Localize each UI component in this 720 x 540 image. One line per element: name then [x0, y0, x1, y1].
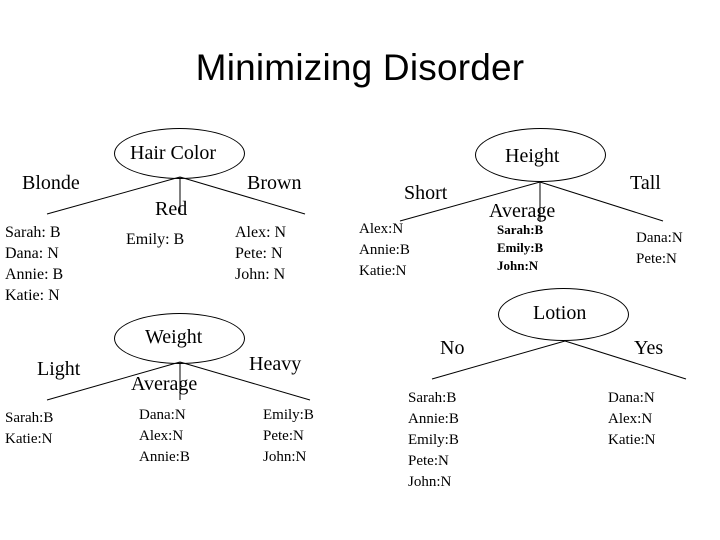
list-item: John:N: [497, 258, 539, 273]
list-item: Katie:N: [5, 431, 53, 447]
list-item: Emily:B: [408, 432, 459, 448]
height-node-ellipse: [475, 128, 606, 182]
branch-label-light: Light: [37, 358, 81, 380]
leaf-list-tall: Dana:N Pete:N: [636, 228, 683, 270]
list-item: Dana:N: [636, 230, 683, 246]
leaf-list-red: Emily: B: [126, 229, 184, 250]
leaf-list-blonde: Sarah: B Dana: N Annie: B Katie: N: [5, 222, 63, 306]
lotion-node-label: Lotion: [533, 302, 587, 324]
leaf-list-average-height: Sarah:B Emily:B John:N: [497, 221, 543, 275]
height-node-label: Height: [505, 145, 560, 167]
weight-node-ellipse: [114, 313, 245, 364]
branch-label-average-weight: Average: [131, 373, 198, 395]
leaf-list-average-weight: Dana:N Alex:N Annie:B: [139, 405, 190, 468]
branch-label-short: Short: [404, 182, 448, 204]
branch-label-brown: Brown: [247, 172, 302, 194]
list-item: Emily:B: [497, 240, 544, 255]
list-item: John:N: [263, 449, 307, 465]
list-item: Alex:N: [139, 428, 184, 444]
hair-color-node-label: Hair Color: [130, 142, 217, 164]
list-item: Sarah: B: [5, 224, 61, 241]
leaf-list-light: Sarah:B Katie:N: [5, 408, 53, 450]
branch-label-no: No: [440, 337, 465, 359]
leaf-list-short: Alex:N Annie:B Katie:N: [359, 219, 410, 282]
branch-label-tall: Tall: [630, 172, 661, 194]
list-item: Katie:N: [608, 432, 656, 448]
list-item: Katie: N: [5, 287, 60, 304]
list-item: Annie:B: [359, 242, 410, 258]
list-item: Sarah:B: [408, 390, 457, 406]
branch-label-average-height: Average: [489, 200, 556, 222]
list-item: Emily:B: [263, 407, 314, 423]
list-item: Dana:N: [608, 390, 655, 406]
list-item: Sarah:B: [497, 222, 544, 237]
page-title: Minimizing Disorder: [195, 47, 525, 88]
list-item: John:N: [408, 474, 452, 490]
list-item: Dana: N: [5, 245, 59, 262]
list-item: Pete:N: [636, 251, 677, 267]
list-item: Pete:N: [263, 428, 304, 444]
list-item: Annie:B: [408, 411, 459, 427]
hair-color-node-ellipse: [114, 128, 245, 179]
leaf-list-lotion-no: Sarah:B Annie:B Emily:B Pete:N John:N: [408, 388, 459, 493]
branch-label-red: Red: [155, 198, 188, 220]
leaf-list-brown: Alex: N Pete: N John: N: [235, 222, 286, 285]
list-item: Pete: N: [235, 245, 283, 262]
branch-label-yes: Yes: [634, 337, 664, 359]
list-item: Dana:N: [139, 407, 186, 423]
branch-label-heavy: Heavy: [249, 353, 302, 375]
list-item: Annie: B: [5, 266, 64, 283]
list-item: Alex:N: [359, 221, 404, 237]
branch-label-blonde: Blonde: [22, 172, 80, 194]
list-item: Annie:B: [139, 449, 190, 465]
leaf-list-heavy: Emily:B Pete:N John:N: [263, 405, 314, 468]
list-item: Alex:N: [608, 411, 653, 427]
list-item: John: N: [235, 266, 286, 283]
list-item: Katie:N: [359, 263, 407, 279]
leaf-list-lotion-yes: Dana:N Alex:N Katie:N: [608, 388, 655, 451]
lotion-node-ellipse: [498, 288, 629, 341]
list-item: Sarah:B: [5, 410, 54, 426]
list-item: Emily: B: [126, 231, 185, 248]
list-item: Alex: N: [235, 224, 287, 241]
weight-node-label: Weight: [145, 326, 203, 348]
list-item: Pete:N: [408, 453, 449, 469]
